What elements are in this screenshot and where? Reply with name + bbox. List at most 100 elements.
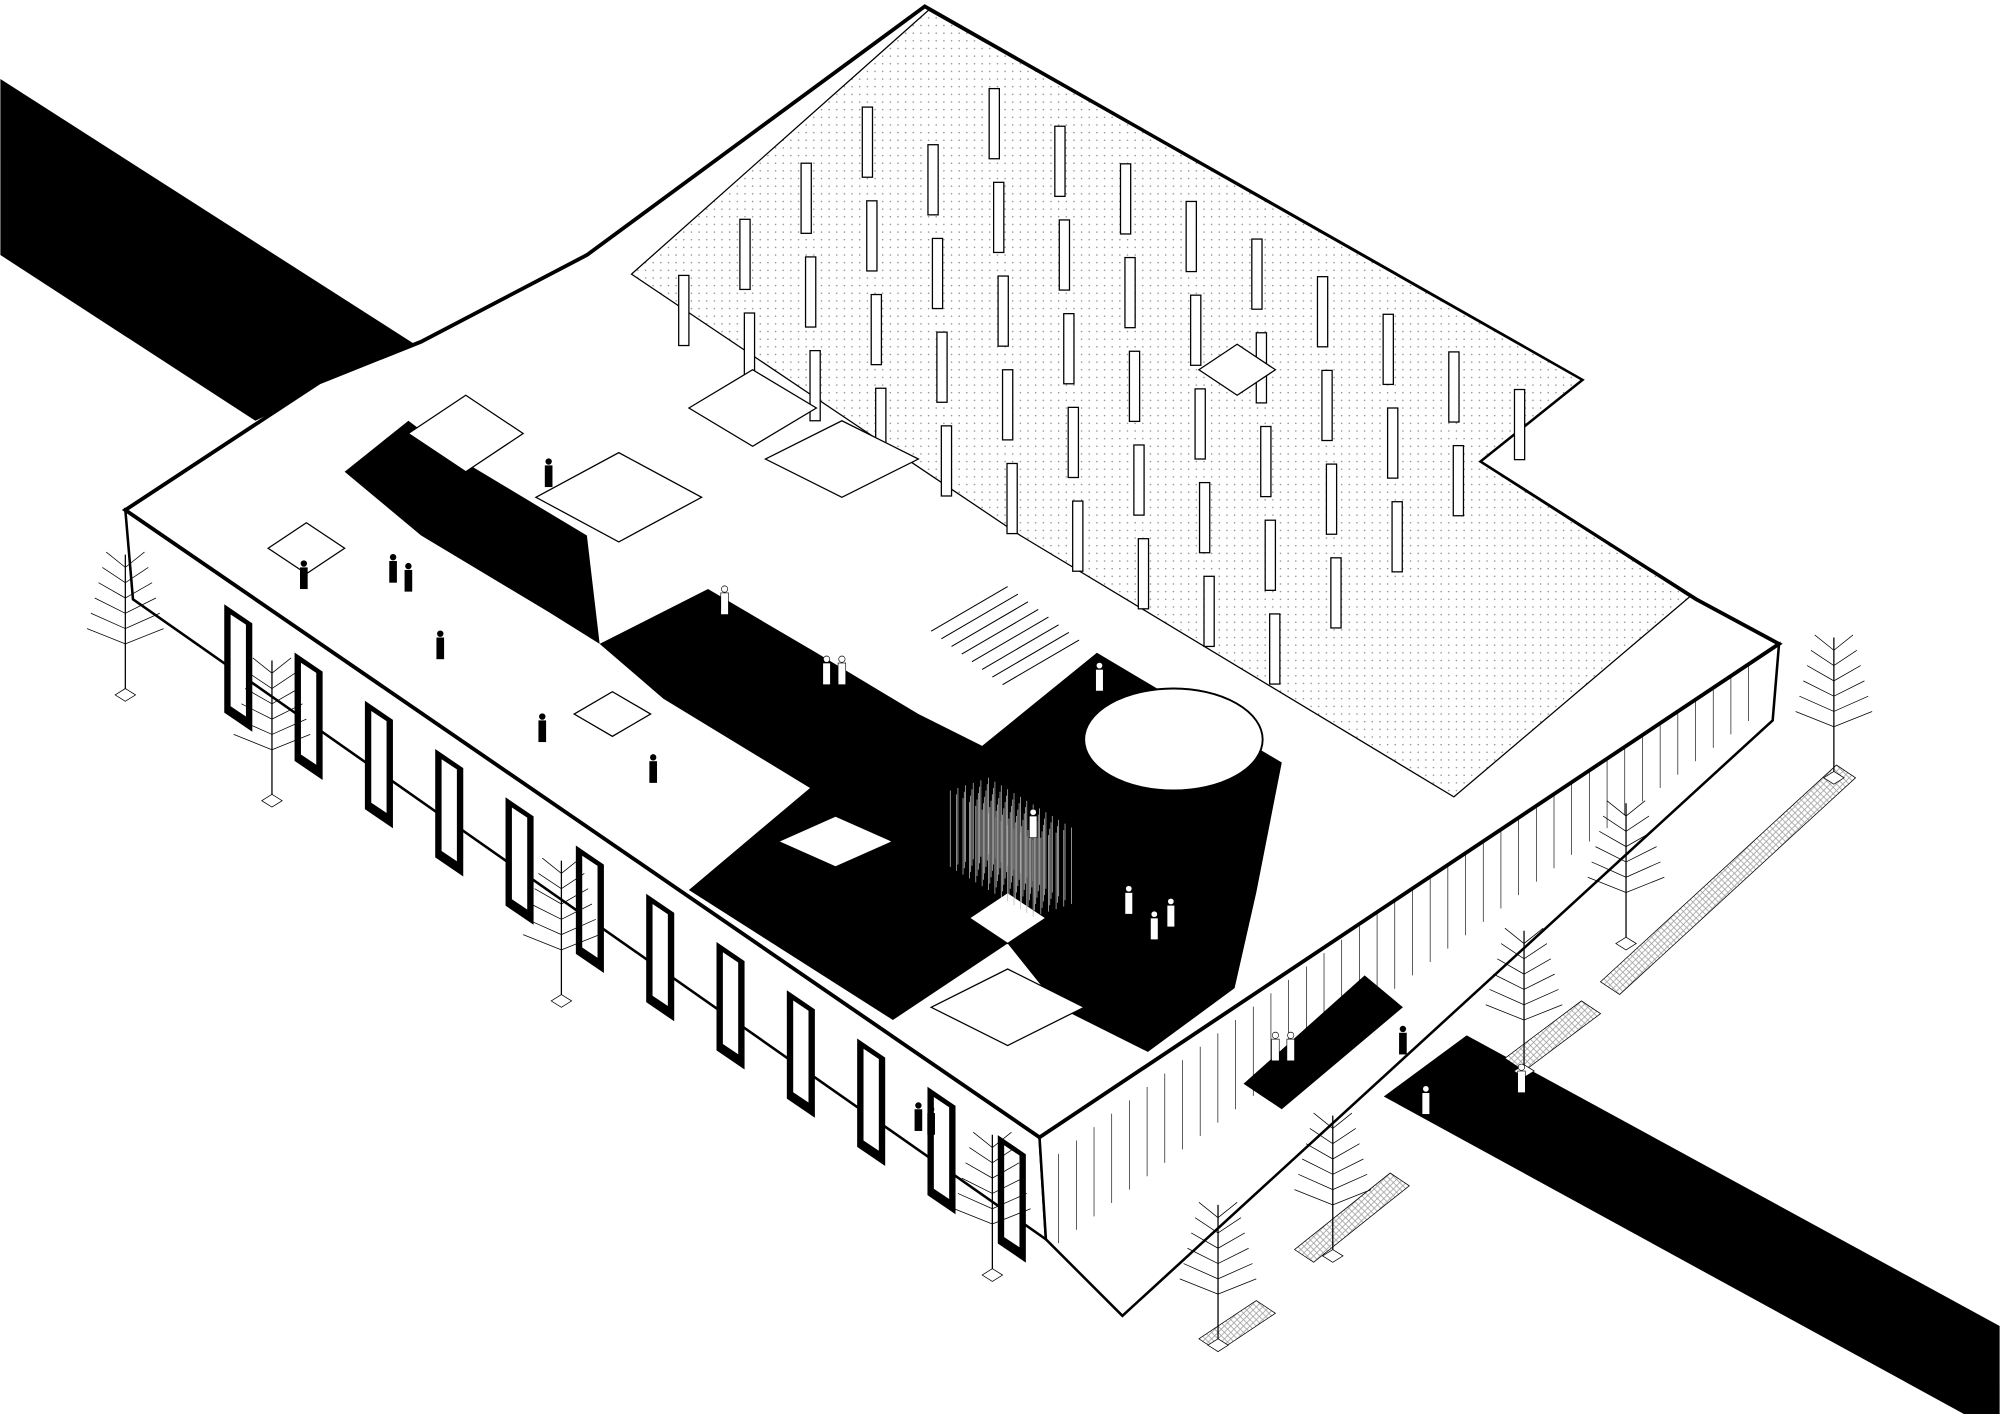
person-body xyxy=(389,561,397,583)
stair-step xyxy=(961,609,1039,655)
gallery-floor-black xyxy=(344,420,600,644)
tree-branch xyxy=(1217,1278,1257,1295)
tree-branch xyxy=(1191,1232,1219,1249)
person-head xyxy=(389,553,397,561)
stair-step xyxy=(971,616,1049,663)
stair-step xyxy=(981,624,1059,670)
tree-branch xyxy=(125,551,145,568)
tree-branch xyxy=(1217,1247,1249,1264)
column xyxy=(1133,444,1145,516)
tree-branch xyxy=(1599,830,1627,847)
tree-branch xyxy=(1187,1247,1219,1264)
person-head xyxy=(650,754,657,761)
column xyxy=(1063,313,1075,385)
tree-branch xyxy=(241,703,273,720)
person-body xyxy=(436,637,445,660)
stair-step xyxy=(951,601,1029,647)
tree-branch xyxy=(1217,1217,1242,1234)
person-body xyxy=(822,662,831,686)
tree-branch xyxy=(271,703,303,720)
tree-branch xyxy=(1833,711,1873,728)
tree-branch xyxy=(534,888,562,905)
stair-step xyxy=(941,593,1019,640)
column xyxy=(927,144,939,216)
person-body xyxy=(927,1113,935,1135)
tree-branch xyxy=(992,1131,1012,1148)
person-body xyxy=(1029,815,1038,839)
tree-branch xyxy=(271,734,311,751)
column xyxy=(1054,125,1066,197)
tree-branch xyxy=(992,1177,1024,1194)
column xyxy=(800,162,812,234)
tree-branch xyxy=(1625,830,1654,847)
tree-branch xyxy=(526,918,562,935)
column xyxy=(861,106,874,178)
column xyxy=(1448,351,1460,423)
facade-window-frame xyxy=(793,1000,809,1103)
person-body xyxy=(1271,1038,1280,1062)
person-body xyxy=(1124,892,1133,915)
person-body xyxy=(1095,669,1104,692)
column xyxy=(1119,163,1132,235)
tree-branch xyxy=(561,873,585,890)
person-body xyxy=(1286,1038,1295,1062)
tree-branch xyxy=(561,857,581,874)
column xyxy=(1203,575,1215,648)
tree-branch xyxy=(86,628,126,645)
tree-branch xyxy=(1523,958,1551,975)
tree-branch xyxy=(98,582,126,599)
stair-step xyxy=(1002,639,1080,686)
road-left xyxy=(0,79,415,421)
tree-branch xyxy=(1625,861,1661,878)
tree-branch xyxy=(90,612,126,629)
tree-branch xyxy=(961,1177,993,1194)
room-box xyxy=(687,369,818,448)
tree-pit xyxy=(1321,1249,1344,1263)
tree-branch xyxy=(1332,1158,1364,1175)
person-head xyxy=(721,585,729,593)
person-body xyxy=(1421,1092,1431,1115)
column xyxy=(866,200,878,272)
facade-window-frame xyxy=(511,807,528,910)
person-body xyxy=(544,465,553,488)
tree-branch xyxy=(125,582,153,599)
tree-branch xyxy=(105,551,126,568)
tree-branch xyxy=(1833,665,1861,682)
interior-rooms xyxy=(266,343,1277,1047)
tree-branch xyxy=(248,672,273,689)
tree-branch xyxy=(1810,649,1835,666)
tree-branch xyxy=(1833,649,1858,666)
tree-branch xyxy=(1500,943,1525,960)
person-head xyxy=(915,1102,922,1109)
column xyxy=(1185,200,1197,273)
tree-pit xyxy=(981,1268,1004,1282)
tree-branch xyxy=(1332,1173,1368,1190)
column xyxy=(1264,519,1277,591)
column xyxy=(870,293,883,366)
person-head xyxy=(1095,662,1103,670)
tree-branch xyxy=(1217,1263,1253,1280)
column xyxy=(1513,388,1526,461)
person-head xyxy=(539,713,546,720)
tree-branch xyxy=(252,657,273,674)
column xyxy=(809,349,821,422)
room-box xyxy=(266,521,346,575)
tree-branch xyxy=(1497,958,1525,975)
person-head xyxy=(1150,910,1158,918)
tree-branch xyxy=(1504,927,1525,944)
room-box xyxy=(407,394,525,473)
person-head xyxy=(1271,1031,1279,1039)
column xyxy=(1316,276,1329,348)
column xyxy=(997,275,1009,347)
tree-branch xyxy=(1489,989,1525,1006)
paving-strip xyxy=(1599,764,1857,996)
tree-branch xyxy=(237,718,273,735)
tree-branch xyxy=(953,1208,993,1225)
person-body xyxy=(914,1109,923,1131)
tree-branch xyxy=(1179,1278,1219,1295)
column xyxy=(1321,369,1333,442)
tree-branch xyxy=(1591,861,1627,878)
tree-branch xyxy=(1799,695,1835,712)
tree-branch xyxy=(972,1131,993,1148)
tree-branch xyxy=(561,888,589,905)
